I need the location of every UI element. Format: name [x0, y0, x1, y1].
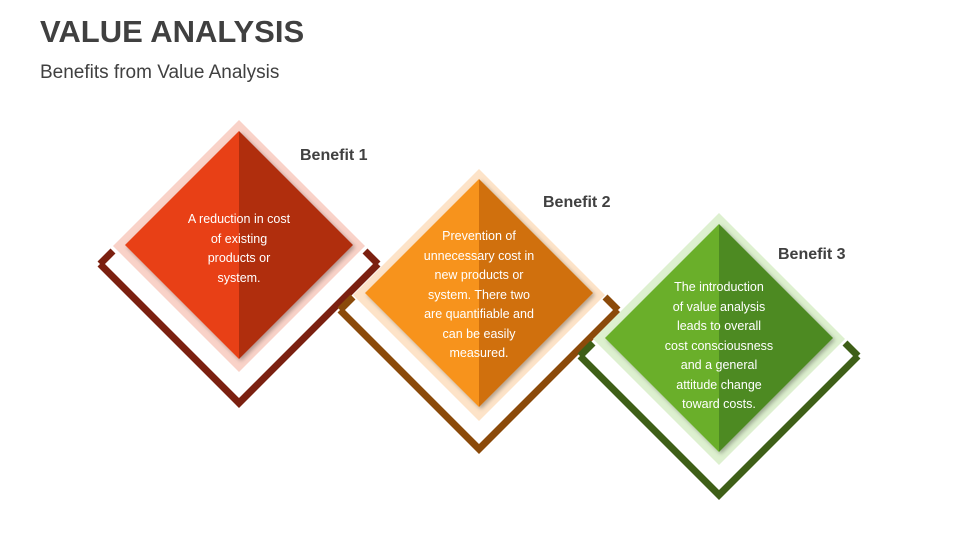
benefit-1-diamond-group — [97, 120, 381, 408]
benefit-2-diamond-group — [337, 169, 621, 454]
benefit-1-text: A reduction in cost of existing products… — [187, 212, 291, 285]
benefit-2-diamond-left — [365, 179, 479, 407]
benefit-1-diamond-right — [239, 131, 353, 359]
benefit-3-diamond-group — [577, 213, 861, 500]
benefit-3-frame — [577, 353, 861, 500]
benefit-2-label: Benefit 2 — [543, 194, 611, 211]
benefit-2-diamond-right — [479, 179, 593, 407]
slide-title: VALUE ANALYSIS — [40, 14, 305, 49]
slide-subtitle: Benefits from Value Analysis — [40, 62, 280, 83]
benefit-3-diamond-left — [605, 224, 719, 452]
benefit-3-diamond-right — [719, 224, 833, 452]
benefit-3-text: The introduction of value analysis leads… — [664, 280, 774, 411]
benefit-2-text: Prevention of unnecessary cost in new pr… — [423, 229, 535, 360]
benefit-1-label: Benefit 1 — [300, 147, 368, 164]
benefit-1-frame-upper — [97, 248, 116, 267]
benefit-1-frame — [97, 261, 381, 408]
benefit-2-frame — [337, 307, 621, 454]
benefit-3-label: Benefit 3 — [778, 246, 846, 263]
benefit-1-diamond-left — [125, 131, 239, 359]
